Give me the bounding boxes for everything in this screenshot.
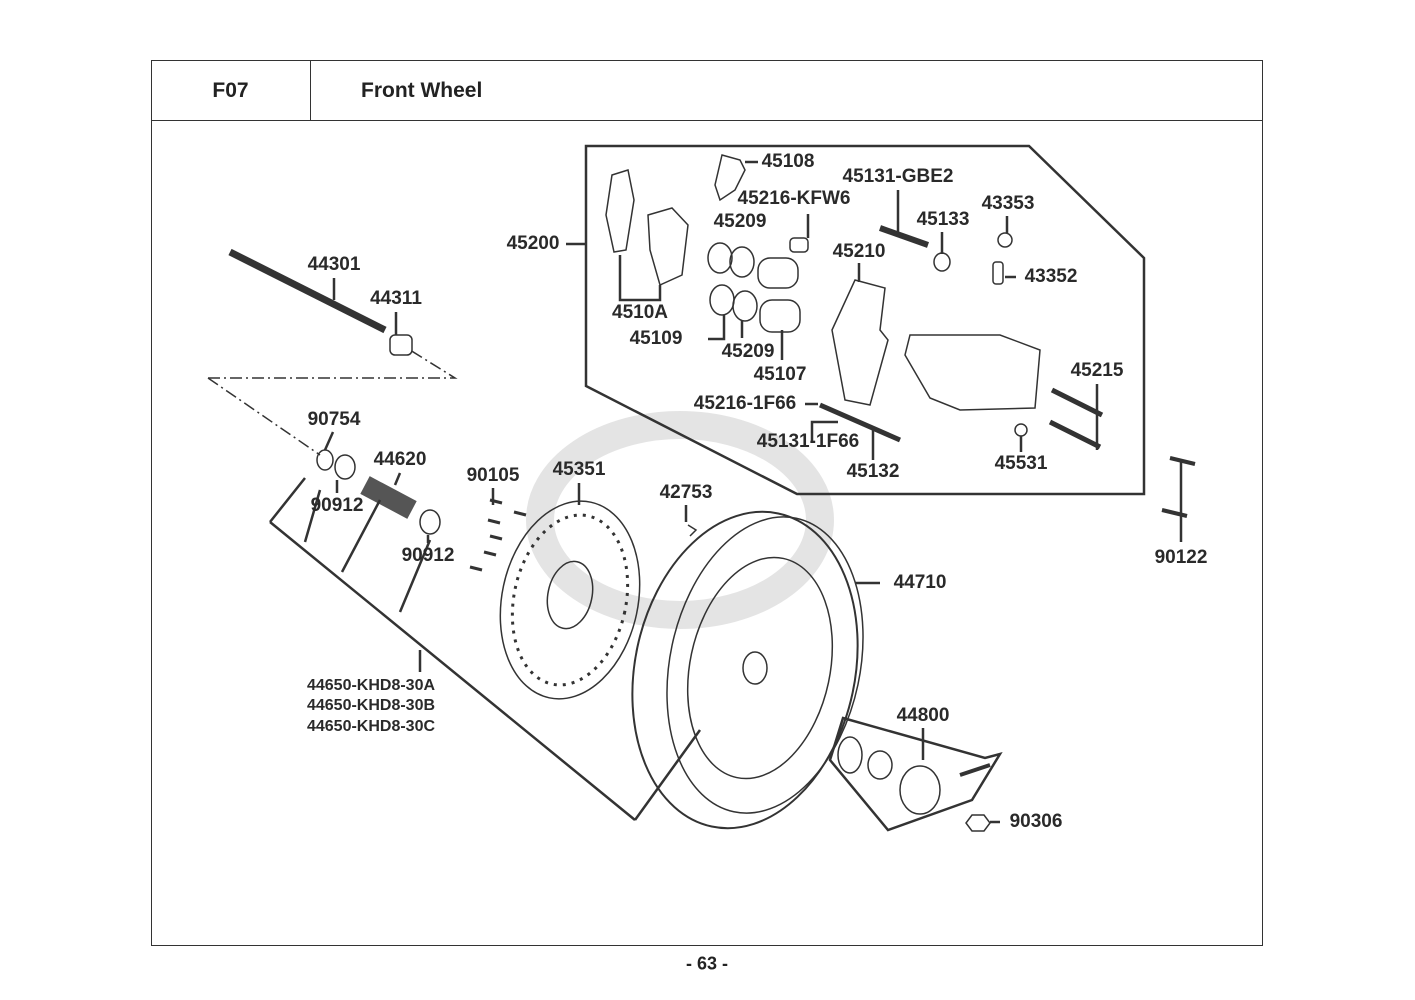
part-label: 90912 <box>401 545 455 566</box>
watermark-logo <box>526 411 834 629</box>
brake-disc-part <box>499 500 641 700</box>
section-code: F07 <box>212 79 249 102</box>
caliper-bracket-part <box>831 279 889 406</box>
part-label: 4510A <box>612 302 668 323</box>
part-label: 45216-1F66 <box>693 393 797 414</box>
part-label: 45209 <box>721 341 775 362</box>
part-label: 44650-KHD8-30C <box>306 718 436 735</box>
part-label: 45209 <box>713 211 767 232</box>
part-label: 44620 <box>373 449 427 470</box>
part-label: 45109 <box>629 328 683 349</box>
part-label: 44650-KHD8-30B <box>306 697 436 714</box>
caliper-body-part <box>904 334 1041 411</box>
part-label: 44800 <box>896 705 950 726</box>
part-label: 42753 <box>659 482 713 503</box>
part-label: 45215 <box>1070 360 1124 381</box>
part-label: 45351 <box>552 459 606 480</box>
part-label: 45133 <box>916 209 970 230</box>
part-label: 45107 <box>753 364 807 385</box>
part-label: 90105 <box>466 465 520 486</box>
part-label: 45210 <box>832 241 886 262</box>
part-label: 44710 <box>893 572 947 593</box>
header-divider <box>151 120 1263 121</box>
part-label: 45216-KFW6 <box>737 188 851 209</box>
brake-pad-part <box>647 207 689 287</box>
part-label: 44301 <box>307 254 361 275</box>
part-label: 45131-1F66 <box>756 431 860 452</box>
diagram-frame <box>151 60 1263 946</box>
speedo-gear-box <box>828 716 1003 832</box>
page-number: - 63 - <box>685 953 729 974</box>
part-label: 45108 <box>761 151 815 172</box>
part-label: 90306 <box>1009 811 1063 832</box>
part-label: 90754 <box>307 409 361 430</box>
header-column-divider <box>310 60 311 121</box>
section-title: Front Wheel <box>361 79 483 102</box>
part-label: 45132 <box>846 461 900 482</box>
spring-clip-part <box>714 154 746 202</box>
part-label: 44311 <box>370 288 422 309</box>
part-label: 45131-GBE2 <box>842 166 954 187</box>
caliper-group-box <box>584 144 1146 496</box>
part-label: 90912 <box>310 495 364 516</box>
axle-part <box>228 248 387 334</box>
part-label: 43353 <box>981 193 1035 214</box>
part-label: 43352 <box>1024 266 1078 287</box>
brake-pad-part <box>605 169 635 253</box>
part-label: 90122 <box>1154 547 1208 568</box>
front-wheel-part <box>631 510 859 830</box>
part-label: 45200 <box>506 233 560 254</box>
part-label: 44650-KHD8-30A <box>306 677 436 694</box>
part-label: 45531 <box>994 453 1048 474</box>
